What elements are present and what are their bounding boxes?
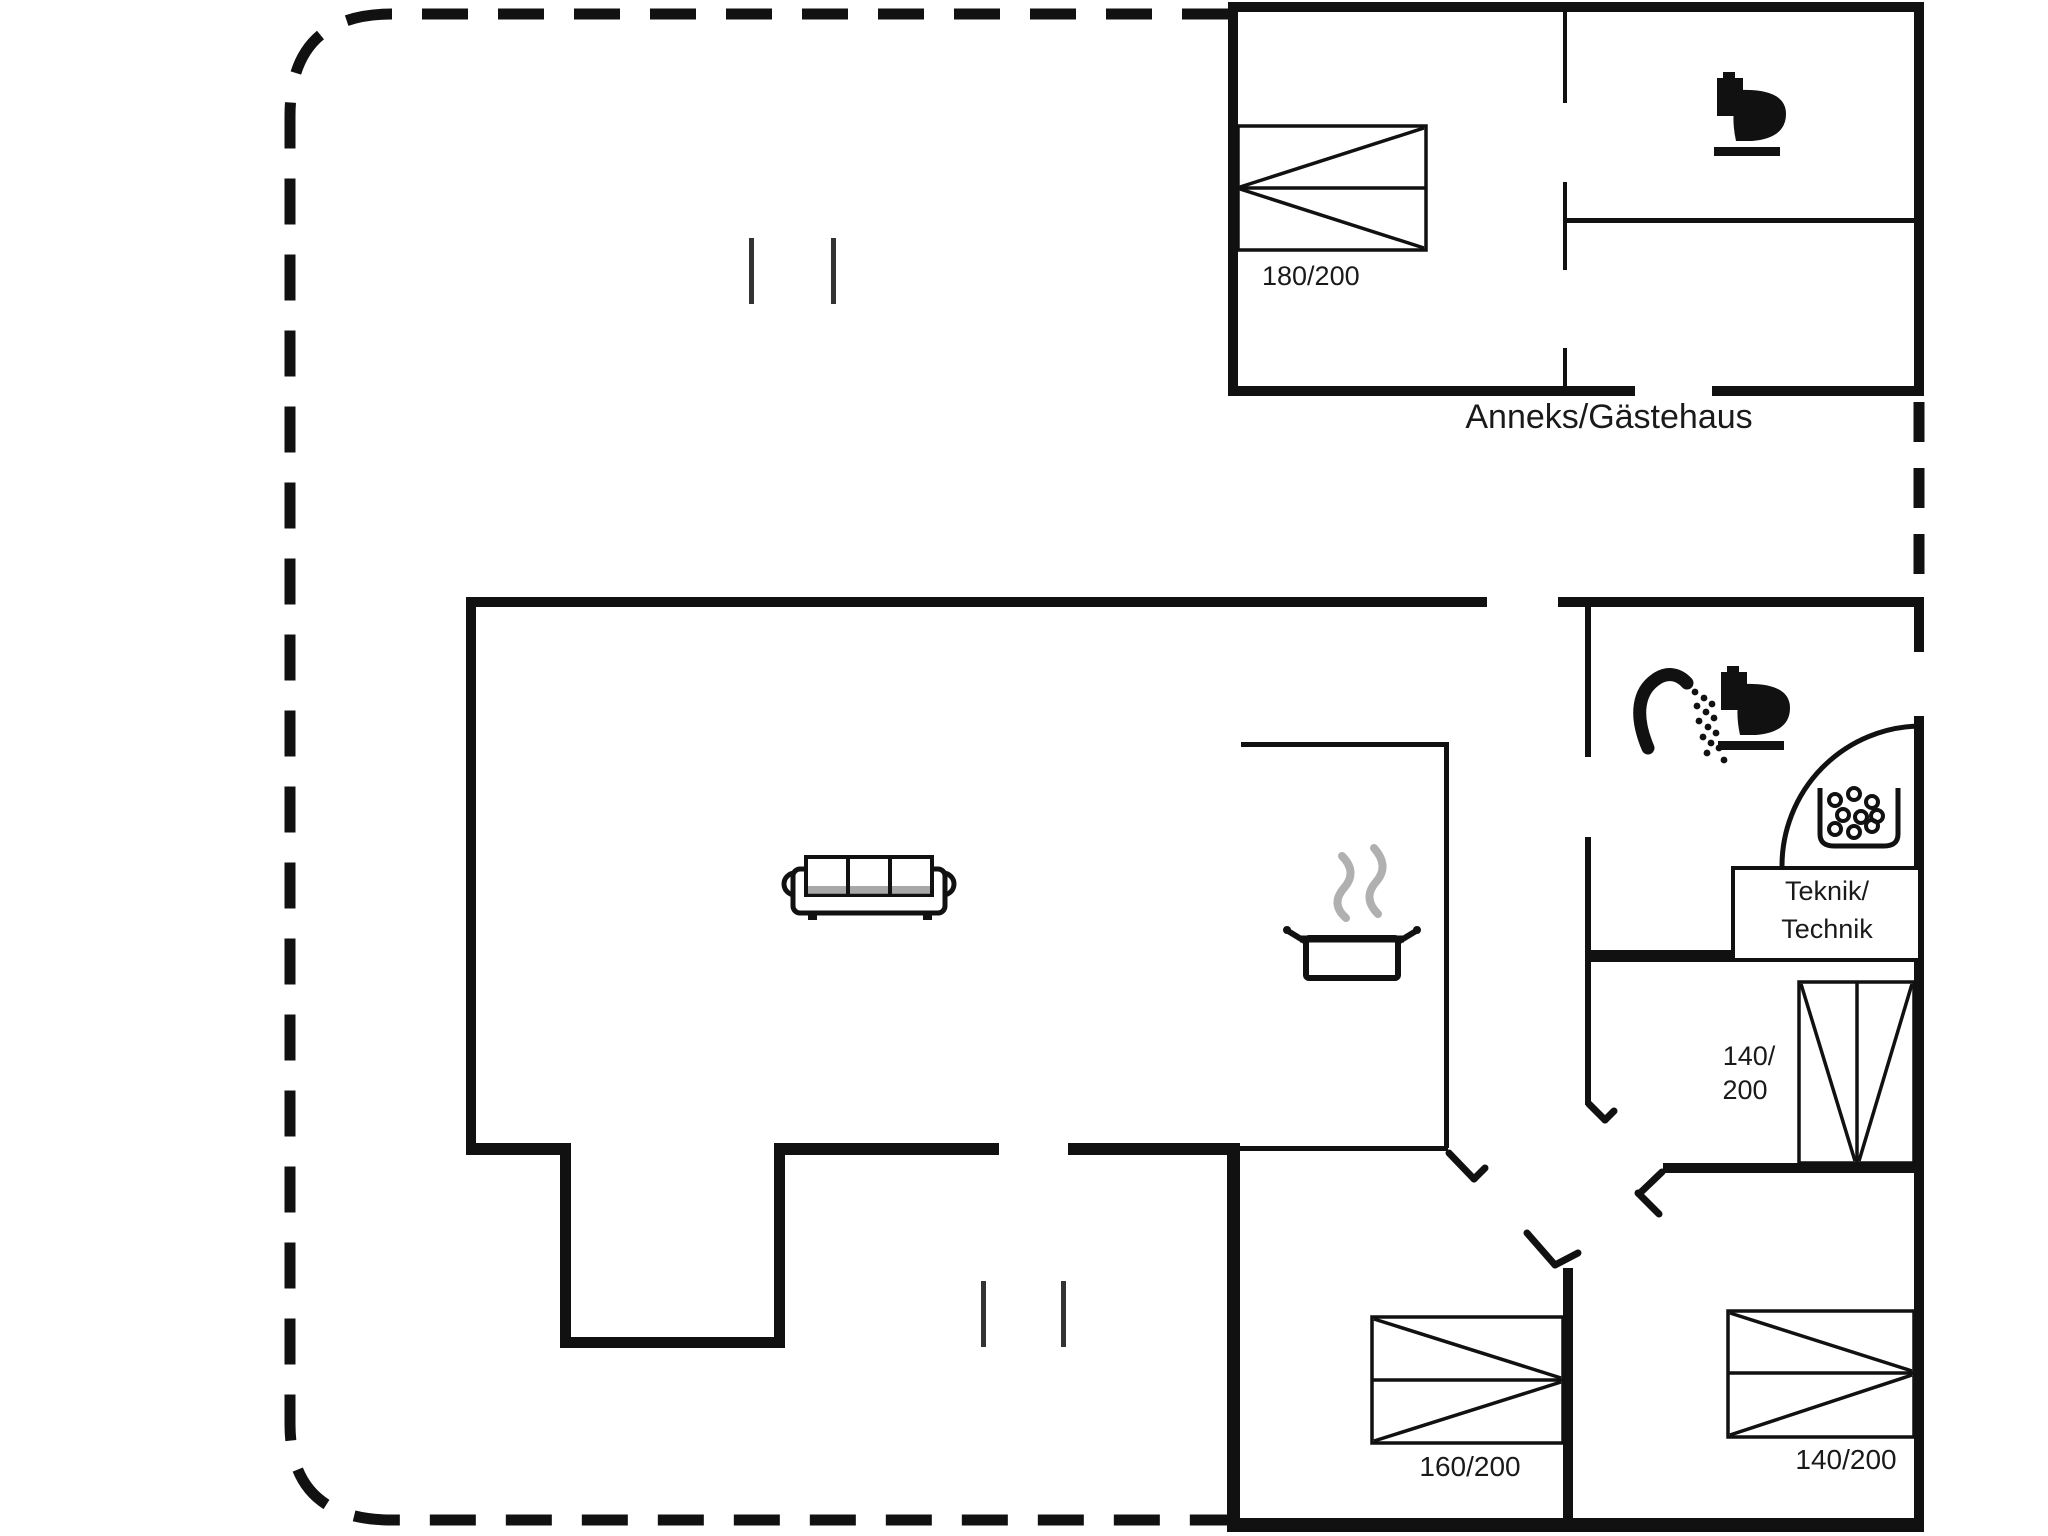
stove-pot-icon xyxy=(1283,844,1421,981)
interior-doors xyxy=(1445,1100,1666,1269)
wall-segment xyxy=(1228,2,1238,396)
bed-symbol-160 xyxy=(1370,1315,1565,1445)
shower-arm xyxy=(1633,668,1694,755)
annex-walls xyxy=(1228,2,1924,396)
bed-symbol-140-top xyxy=(1797,980,1916,1165)
bed-fold-line xyxy=(1373,1317,1562,1380)
sofa-icon xyxy=(781,855,957,920)
door-leaf-bedroom-right xyxy=(1634,1168,1666,1218)
wall-segment xyxy=(774,1143,785,1348)
bed-fold-line xyxy=(1729,1373,1913,1437)
bed-top-size-label-line2: 200 xyxy=(1722,1075,1768,1105)
bed-fold-line xyxy=(1239,126,1425,189)
door-leaf-bedroom-left xyxy=(1523,1229,1582,1269)
pot-body xyxy=(1303,935,1401,981)
wall-segment xyxy=(774,1143,999,1155)
teknik-label-line2: Technik xyxy=(1781,914,1873,944)
wall-segment xyxy=(1563,8,1567,103)
sofa-cushion-shadow xyxy=(808,886,930,894)
wall-segment xyxy=(1444,742,1449,1148)
wall-segment xyxy=(1563,182,1567,270)
wall-segment xyxy=(560,1143,571,1348)
wall-segment xyxy=(1227,1150,1240,1522)
door-leaf-kitchen xyxy=(1445,1149,1489,1183)
wall-segment xyxy=(1240,1146,1448,1151)
pot-handle-knob xyxy=(1283,926,1291,934)
wall-segment xyxy=(466,597,476,1155)
wall-segment xyxy=(1227,1518,1924,1532)
sofa-foot xyxy=(923,912,932,920)
wall-segment xyxy=(1663,1163,1914,1173)
teknik-room-box xyxy=(1731,866,1922,962)
tick-mark xyxy=(1061,1281,1066,1347)
tick-mark xyxy=(981,1281,986,1347)
wall-segment xyxy=(1068,1143,1240,1155)
wall-segment xyxy=(1585,602,1591,757)
bed-bottom-right-size-label: 140/200 xyxy=(1795,1444,1897,1475)
bed-symbol-annex xyxy=(1236,124,1428,252)
bed-top-size-label-line1: 140/ xyxy=(1722,1041,1776,1071)
wall-segment xyxy=(466,1143,570,1155)
toilet-icon xyxy=(1718,666,1790,750)
wall-segment xyxy=(1241,742,1448,747)
wall-segment xyxy=(1914,597,1924,652)
steam-icon xyxy=(1365,844,1387,918)
window-tick-marks xyxy=(749,238,1066,1347)
toilet-icon xyxy=(1714,72,1786,156)
bed-left-size-label: 160/200 xyxy=(1419,1451,1521,1482)
property-boundary xyxy=(284,8,1925,1526)
main-house-walls xyxy=(466,597,1924,1532)
bed-fold-line xyxy=(1729,1311,1913,1373)
door-leaf-bedroom-top xyxy=(1585,1100,1618,1124)
wall-segment xyxy=(1565,218,1920,223)
door-swing-arc xyxy=(1779,723,1920,867)
annex-bed-size-label: 180/200 xyxy=(1262,261,1360,291)
annex-label: Anneks/Gästehaus xyxy=(1465,398,1753,436)
wall-segment xyxy=(1563,348,1567,390)
wall-segment xyxy=(1228,2,1924,12)
wall-segment xyxy=(1585,837,1591,1105)
shower-icon xyxy=(1633,668,1728,764)
wall-segment xyxy=(466,597,1487,607)
bed-fold-line xyxy=(1239,187,1425,250)
sofa-foot xyxy=(808,912,817,920)
wall-segment xyxy=(1914,2,1924,396)
pot-handle-knob xyxy=(1413,926,1421,934)
tick-mark xyxy=(831,238,836,304)
bed-symbol-140-bottom xyxy=(1726,1309,1916,1439)
wall-segment xyxy=(1914,716,1924,1532)
washing-machine-icon xyxy=(1817,786,1901,849)
wall-segment xyxy=(1558,597,1924,607)
wall-segment xyxy=(1563,1268,1573,1518)
wall-segment xyxy=(1712,386,1924,396)
wall-segment xyxy=(1228,386,1635,396)
bed-fold-line xyxy=(1799,983,1857,1162)
washer-drum-dots xyxy=(1827,786,1885,840)
teknik-label-line1: Teknik/ xyxy=(1784,876,1870,906)
wall-segment xyxy=(560,1337,785,1348)
boundary-dashed-line xyxy=(284,8,1228,1526)
tick-mark xyxy=(749,238,754,304)
bed-fold-line xyxy=(1857,983,1914,1162)
steam-icon xyxy=(1333,852,1355,922)
bed-fold-line xyxy=(1373,1380,1562,1443)
